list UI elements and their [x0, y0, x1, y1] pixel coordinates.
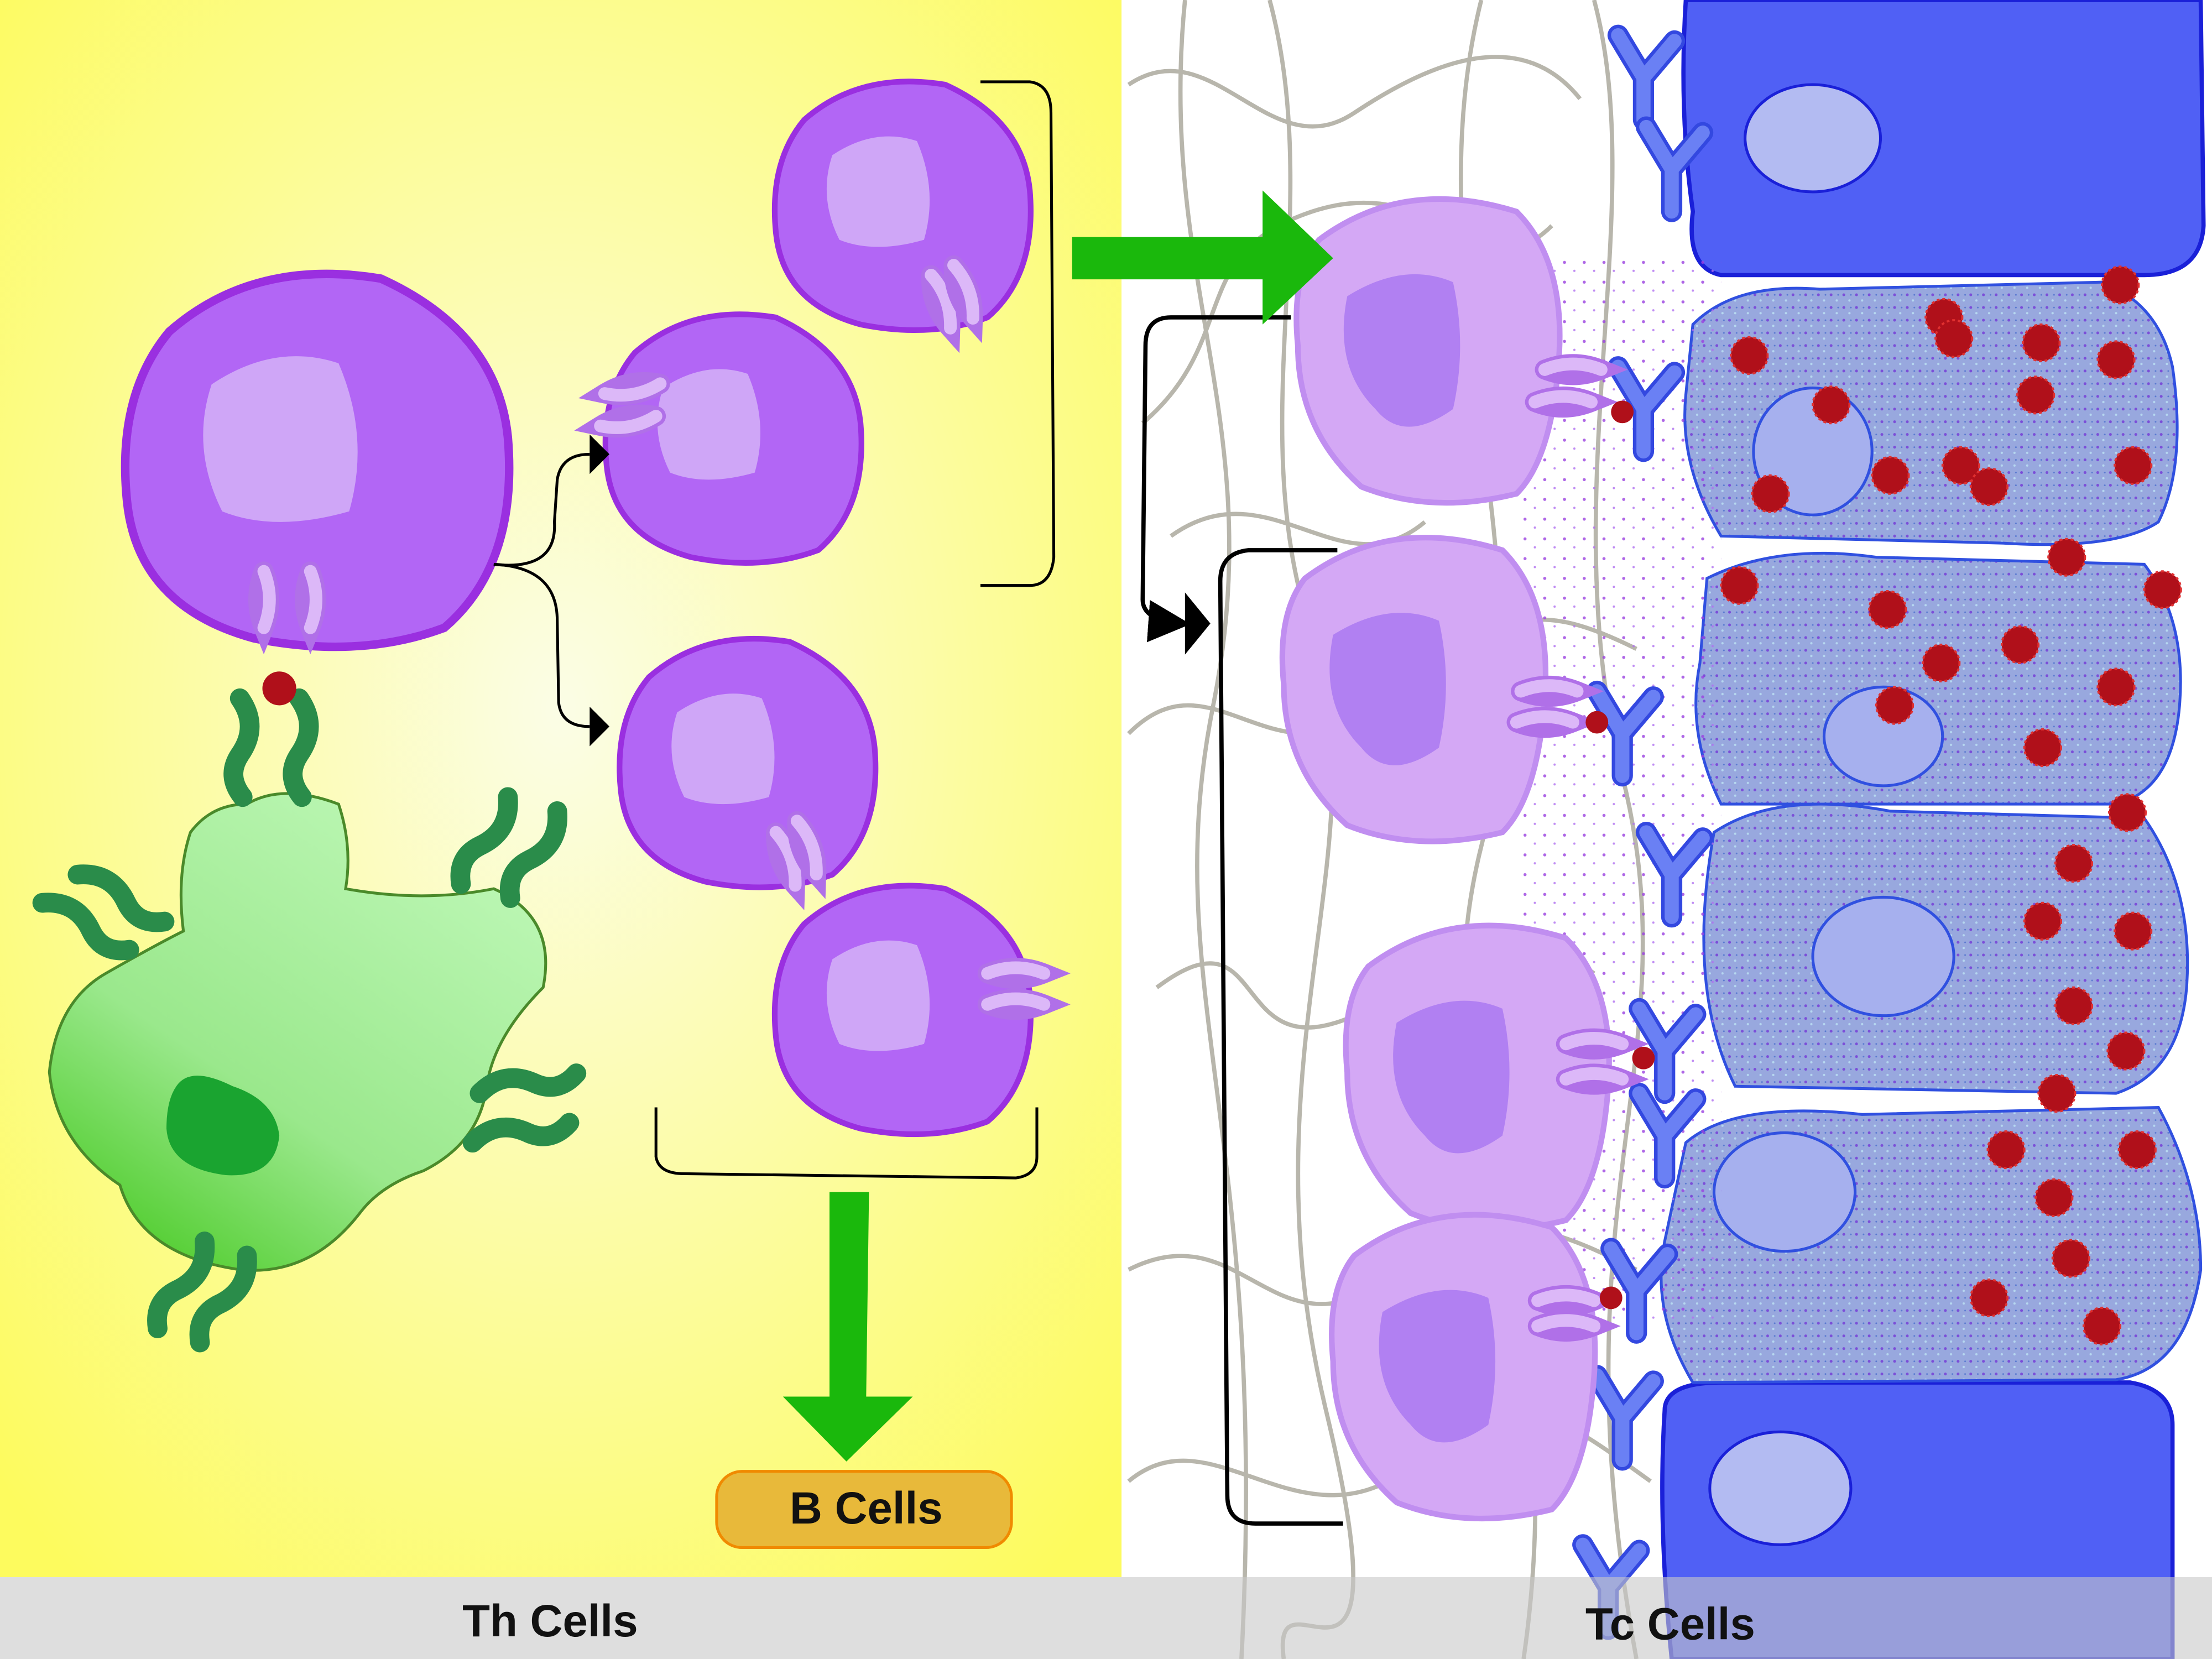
- arrow-head-icon: [589, 707, 610, 747]
- th-cells: [125, 81, 1044, 1134]
- b-cells-label: B Cells: [790, 1483, 943, 1533]
- healthy-cell-nucleus: [1708, 1430, 1853, 1546]
- healthy-cell-top: [1681, 0, 2206, 278]
- th-brackets: [654, 80, 1056, 1180]
- division-arrows: [493, 452, 590, 728]
- arrow-to-tc-cells: [1072, 190, 1333, 325]
- arrow-to-b-cells: [782, 1192, 913, 1462]
- tc-cells: [1282, 199, 1655, 1519]
- footer-bar: [0, 1577, 2212, 1659]
- tc-brackets: [1140, 315, 1343, 1526]
- infected-target-cells: [1660, 280, 2203, 1384]
- antigen-presenting-cell: [39, 698, 578, 1346]
- b-cells-badge: [715, 1470, 1013, 1550]
- healthy-cell-nucleus: [1744, 83, 1882, 194]
- arrow-head-icon: [589, 434, 610, 474]
- antigen-icon: [262, 671, 296, 706]
- tc-cells-label: Tc Cells: [1585, 1599, 1755, 1649]
- arrow-head-icon: [1185, 592, 1211, 655]
- th-cells-label: Th Cells: [462, 1596, 638, 1646]
